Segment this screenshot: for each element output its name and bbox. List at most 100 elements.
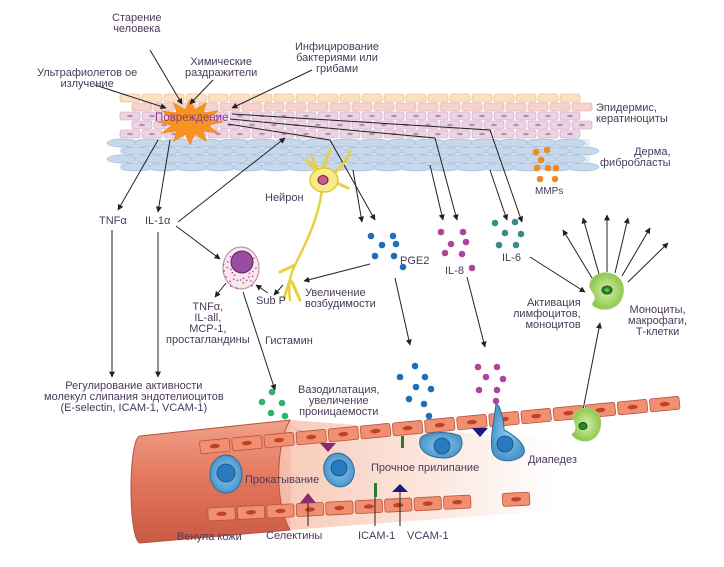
endothelial-cell (266, 503, 295, 519)
histamine-dot (281, 412, 289, 420)
epidermis-cell (505, 102, 527, 112)
pge2-dot (392, 240, 400, 248)
epidermis-cell (559, 93, 581, 103)
fibroblast (386, 138, 418, 148)
endothelial-cell (231, 435, 263, 452)
endothelial-cell (649, 396, 681, 413)
endothelial-cell (456, 414, 488, 431)
leukocyte-rolling-icon (209, 454, 243, 494)
mmp-dot (544, 164, 552, 172)
mmp-dot (537, 156, 545, 164)
vcam1-label: VCAM-1 (407, 530, 449, 542)
icam1-label: ICAM-1 (358, 530, 396, 542)
fibroblast (288, 146, 320, 156)
fibroblast (568, 162, 600, 172)
fibroblast (204, 146, 236, 156)
il6-dot (491, 219, 499, 227)
adhesion-regulation-label: Регулирование активности молекул слипани… (44, 380, 224, 414)
epidermis-cell (229, 93, 251, 103)
fibroblast (232, 146, 264, 156)
selectin-marker (300, 443, 336, 526)
pge2-dot (425, 412, 433, 420)
mast-cell-icon (222, 246, 260, 290)
fibroblast (568, 146, 600, 156)
damage-signal-lines (117, 113, 524, 223)
fibroblast (274, 154, 306, 164)
fibroblast (400, 146, 432, 156)
fibroblast (134, 154, 166, 164)
neuron-icon (278, 148, 352, 302)
mmp-dot (533, 164, 541, 172)
mmps-label: MMPs (535, 186, 564, 197)
leukocyte-diapedesis-icon (491, 403, 525, 462)
leukocyte-adhered-icon (419, 432, 463, 459)
epidermis-cell (405, 93, 427, 103)
il6-dot (501, 229, 509, 237)
histamine-dot (278, 399, 286, 407)
fibroblast (358, 138, 390, 148)
epidermis-cell (207, 93, 229, 103)
pge2-dot (420, 400, 428, 408)
fibroblast (176, 146, 208, 156)
fibroblast (386, 154, 418, 164)
immune-cells-label: Моноциты, макрофаги, Т-клетки (628, 304, 688, 338)
pge2-label: PGE2 (400, 255, 430, 267)
epidermis-cell (251, 93, 273, 103)
il8-label: IL-8 (445, 265, 464, 277)
epidermis-cell (219, 102, 241, 112)
epidermis-cell (417, 102, 439, 112)
mmp-dot (536, 175, 544, 183)
endothelial-cell (295, 502, 325, 517)
epidermis-cell (339, 93, 361, 103)
fibroblast (358, 154, 390, 164)
endothelial-cell (392, 420, 424, 437)
fibroblast (106, 154, 138, 164)
fibroblast (316, 146, 348, 156)
epidermis-cell (527, 102, 549, 112)
epidermis-cell (449, 93, 471, 103)
fibroblast (442, 138, 474, 148)
pge2-dot (411, 362, 419, 370)
tnfa-label: TNFα (99, 215, 127, 227)
mediator-dots (258, 146, 560, 442)
icam-marker (374, 436, 404, 526)
endothelial-cell (236, 504, 266, 520)
venule-label: Венула кожи (177, 531, 242, 543)
epidermis-layer (119, 93, 593, 139)
pge2-dot (412, 383, 420, 391)
stimulus-arrows (94, 49, 313, 110)
pge2-dot (396, 373, 404, 381)
damage-label: Повреждение (155, 112, 229, 124)
epidermis-cell (307, 102, 329, 112)
il8-dot (447, 240, 455, 248)
monocyte-icon (589, 272, 624, 310)
fibroblast (134, 138, 166, 148)
il8-dot (493, 386, 501, 394)
stimulus-infection-label: Инфицирование бактериями или грибами (295, 41, 380, 75)
fibroblast (148, 162, 180, 172)
epidermis-cell (471, 93, 493, 103)
fibroblast (246, 138, 278, 148)
pge2-dot (405, 395, 413, 403)
vcam-marker (392, 428, 488, 526)
epidermis-cell (515, 93, 537, 103)
epidermis-cell (483, 102, 505, 112)
il8-dot (499, 375, 507, 383)
sub-p-label: Sub P (256, 295, 286, 307)
mast-cell-products-label: TNFα, IL-all, MCP-1, простагландины (166, 301, 250, 346)
epidermis-cell (549, 102, 571, 112)
fibroblast (484, 146, 516, 156)
il8-dot (462, 238, 470, 246)
il8-dot (468, 264, 476, 272)
fibroblast (428, 146, 460, 156)
epidermis-cell (131, 102, 153, 112)
il6-dot (511, 218, 519, 226)
endothelial-cell (359, 423, 392, 440)
fibroblast (344, 162, 376, 172)
histamine-label: Гистамин (265, 335, 313, 347)
endothelial-cell (616, 399, 649, 416)
neuron-label: Нейрон (265, 192, 304, 204)
fibroblast (456, 146, 488, 156)
fibroblast (120, 162, 152, 172)
endothelial-cell (443, 494, 472, 510)
